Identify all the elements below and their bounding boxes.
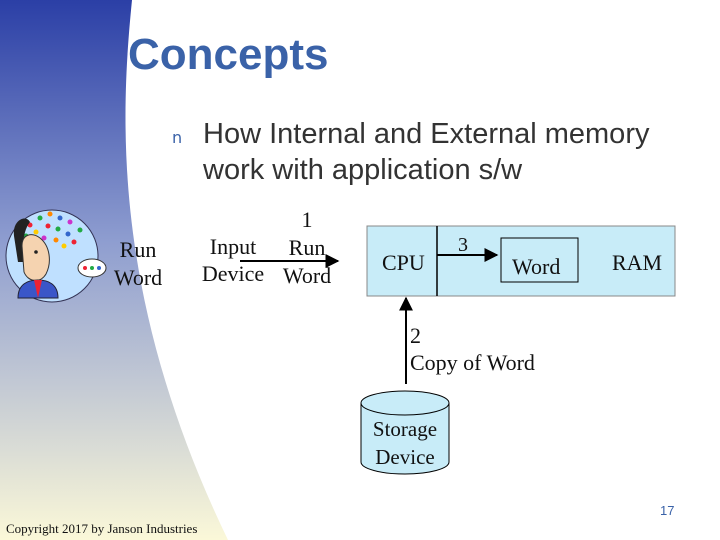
gradient-side-band xyxy=(0,0,228,540)
copyright-text: Copyright 2017 by Janson Industries xyxy=(6,521,198,536)
user-thinking-icon xyxy=(5,209,107,303)
ram-label: RAM xyxy=(612,250,663,275)
word-box xyxy=(500,237,579,283)
input-label-line2: Device xyxy=(201,261,265,286)
storage-line1: Storage xyxy=(372,417,438,441)
user-label: Run Word xyxy=(108,236,168,292)
input-label-line1: Input xyxy=(209,234,257,259)
step2-number: 2 xyxy=(410,323,421,348)
step1-line1: Run xyxy=(288,235,326,260)
storage-line2: Device xyxy=(375,445,435,469)
user-label-line1: Run xyxy=(119,237,157,262)
step2-label: 2 Copy of Word xyxy=(410,322,535,376)
input-device-label: Input Device xyxy=(196,233,270,287)
storage-label: Storage Device xyxy=(361,415,449,471)
slide-title: Concepts xyxy=(128,30,329,79)
user-label-line2: Word xyxy=(113,265,163,290)
page-number: 17 xyxy=(660,503,675,518)
step1-number: 1 xyxy=(301,207,313,232)
bullet-text: How Internal and External memory work wi… xyxy=(203,118,650,186)
step2-text: Copy of Word xyxy=(410,350,535,375)
step1-label: 1 Run Word xyxy=(274,206,340,290)
step3-number: 3 xyxy=(458,234,468,256)
word-label: Word xyxy=(512,254,561,279)
storage-cylinder xyxy=(360,390,450,475)
bullet-marker: n xyxy=(172,128,183,147)
step1-line2: Word xyxy=(282,263,332,288)
cpu-label: CPU xyxy=(382,250,425,275)
